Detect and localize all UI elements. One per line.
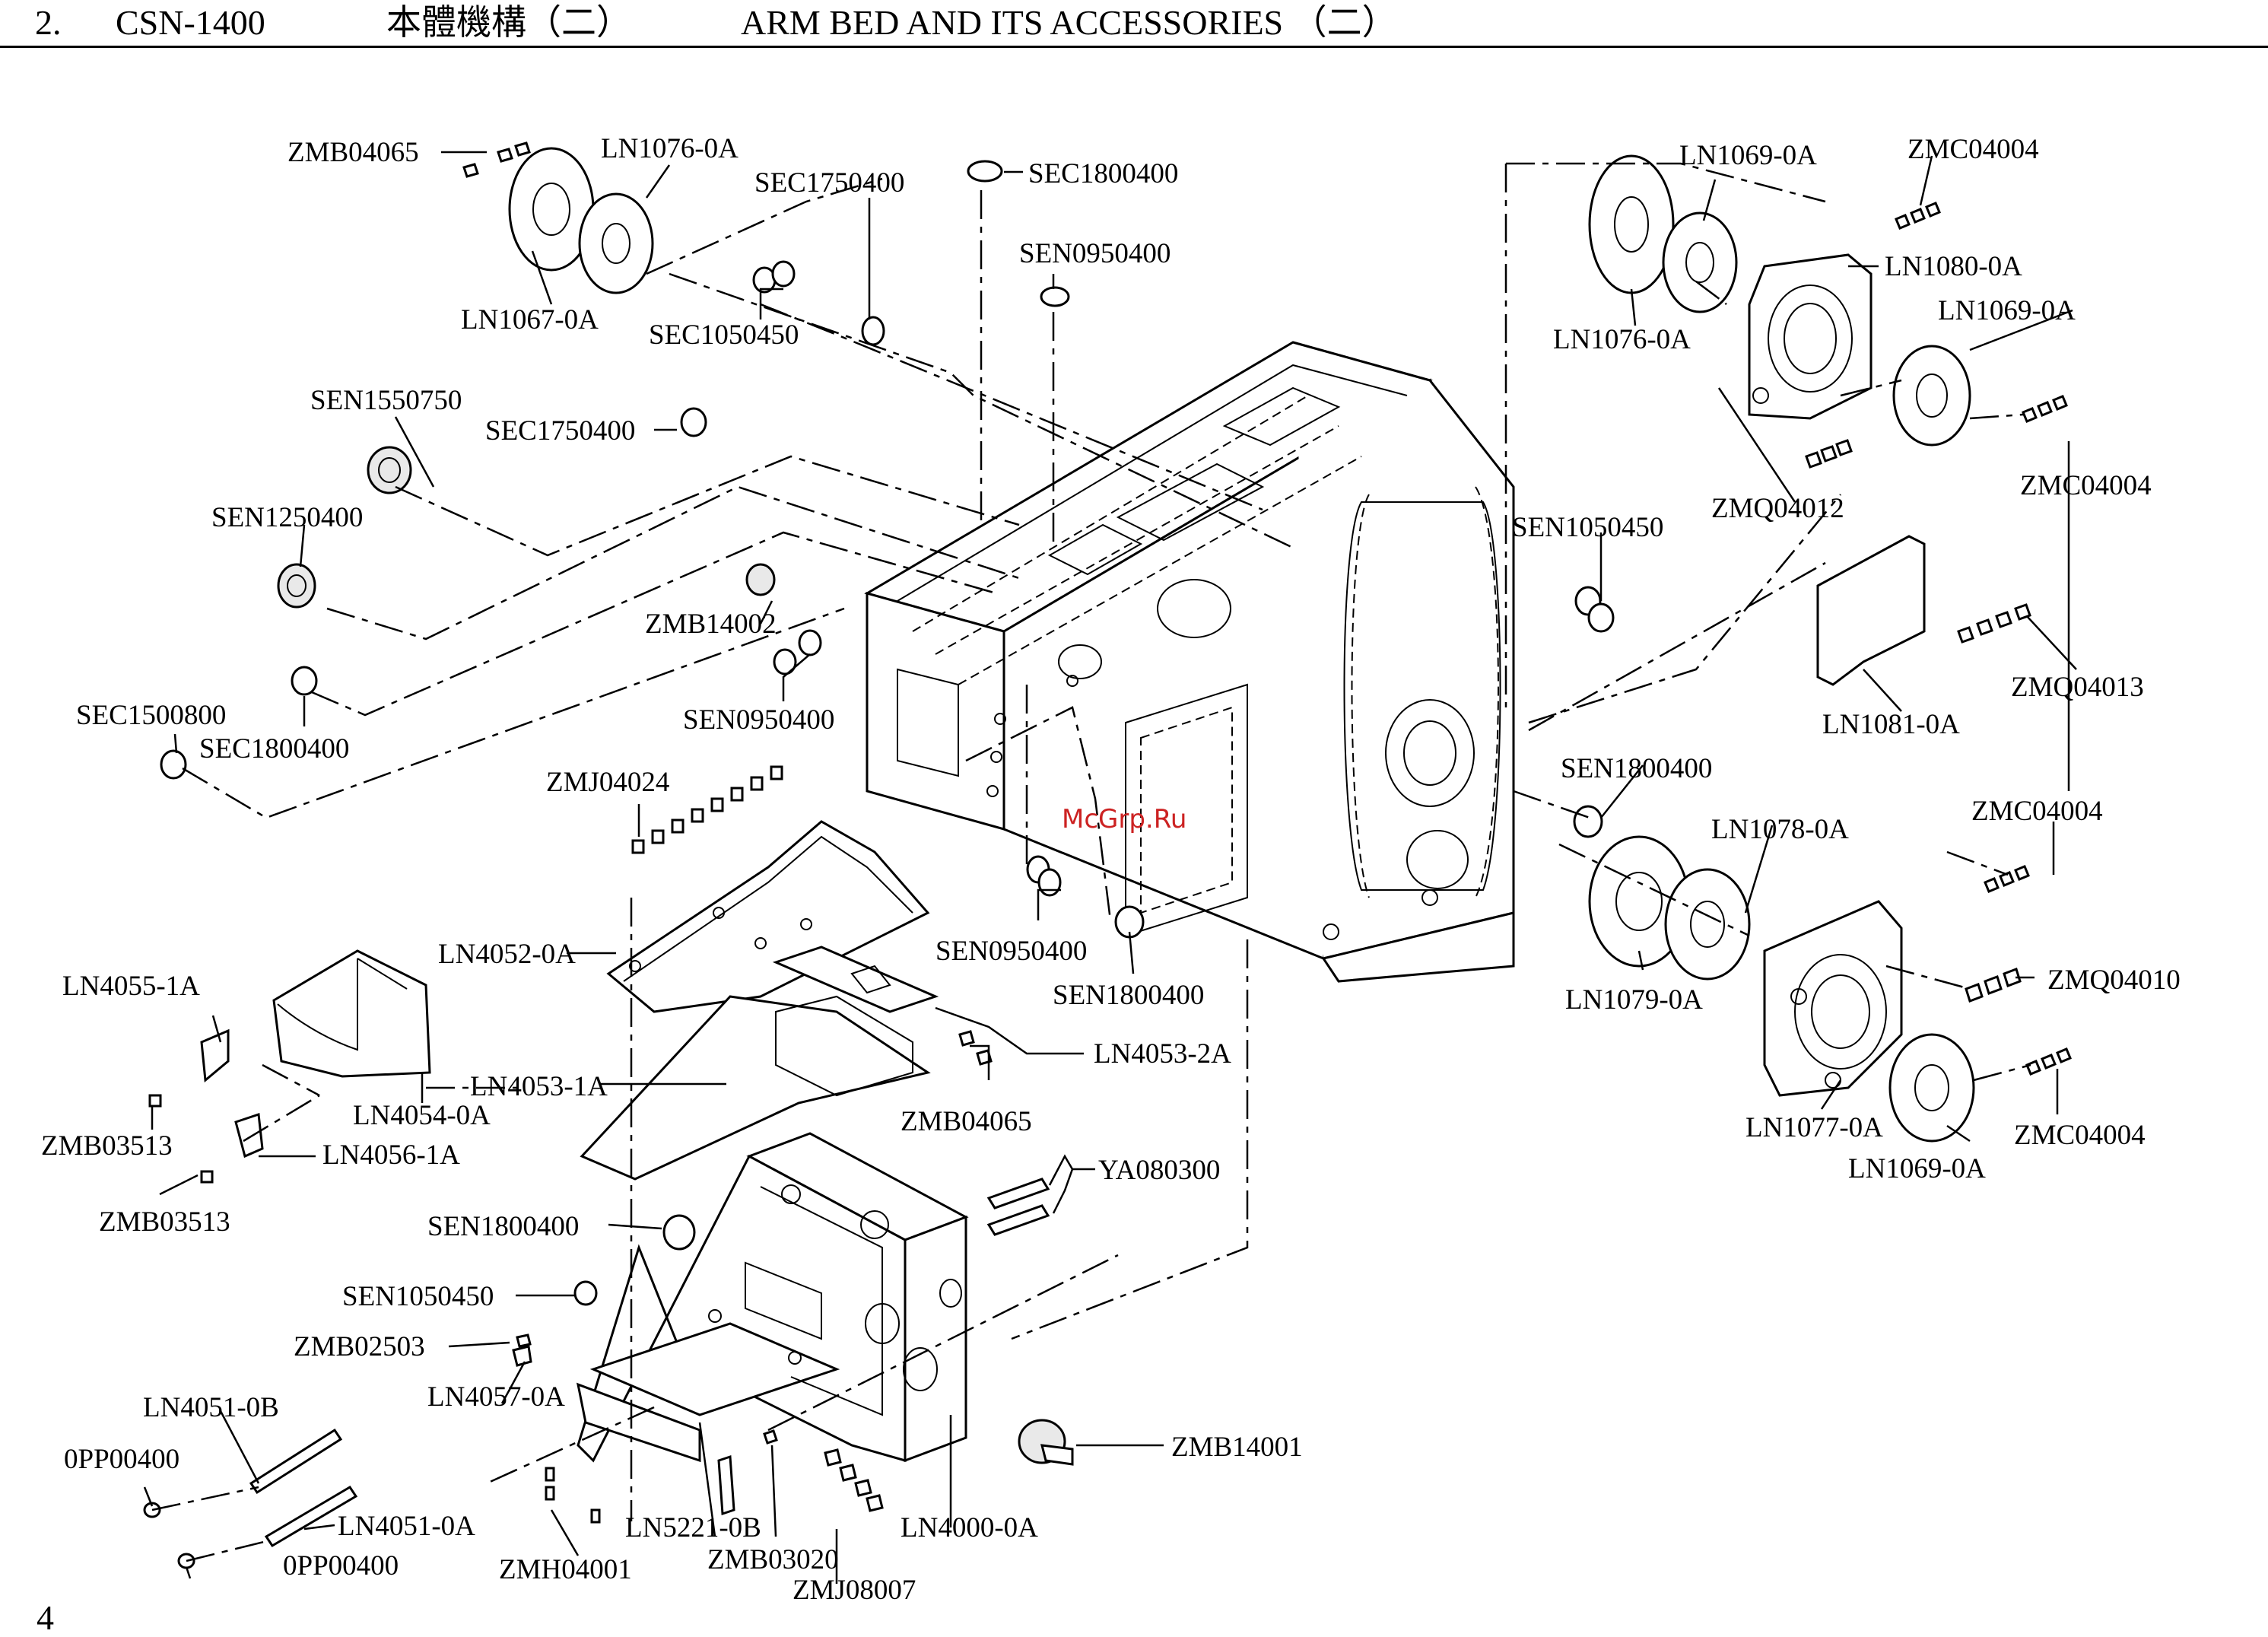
shafts-and-pins	[249, 1178, 1050, 1548]
header-rule	[0, 46, 2268, 48]
part-number-labels: ZMB04065 LN1076-0A SEC1750400 SEC1800400…	[41, 133, 2181, 1606]
label-ln1079-0a: LN1079-0A	[1565, 984, 1703, 1016]
screws	[143, 141, 2072, 1569]
label-ln4051-0b: LN4051-0B	[143, 1392, 279, 1423]
label-zmq04012: ZMQ04012	[1711, 493, 1844, 524]
label-zmb14001: ZMB14001	[1171, 1432, 1303, 1463]
label-ln4054-0a: LN4054-0A	[353, 1100, 491, 1131]
label-sen0950400-low: SEN0950400	[935, 936, 1087, 967]
label-ya080300: YA080300	[1098, 1155, 1220, 1186]
latch-parts	[200, 1028, 735, 1516]
label-zmj04024: ZMJ04024	[546, 767, 669, 798]
label-ln4057-0a: LN4057-0A	[427, 1381, 565, 1413]
label-sec1050450: SEC1050450	[649, 319, 799, 351]
label-ln4000-0a: LN4000-0A	[901, 1512, 1038, 1543]
label-ln4052-0a: LN4052-0A	[438, 939, 576, 970]
label-ln1069-0a-right: LN1069-0A	[1938, 295, 2076, 326]
label-ln1069-0a-top: LN1069-0A	[1679, 140, 1817, 171]
label-zmc04004-bottom: ZMC04004	[2014, 1120, 2146, 1151]
label-zmb04065-top: ZMB04065	[287, 137, 419, 168]
label-ln4053-1a: LN4053-1A	[470, 1071, 608, 1102]
bed-bracket-ln4000	[576, 1132, 969, 1463]
label-sen1800400-mid: SEN1800400	[1053, 980, 1204, 1011]
bracket-cover-ln1077	[1763, 900, 1903, 1097]
label-ln1080-0a: LN1080-0A	[1885, 251, 2022, 282]
label-zmb14002: ZMB14002	[645, 609, 777, 640]
plate-ln1081	[1816, 535, 1926, 686]
label-zmb02503: ZMB02503	[294, 1331, 425, 1362]
motor-bracket-ln1080	[1748, 253, 1873, 420]
section-number: 2.	[35, 3, 62, 42]
label-sen1800400-right: SEN1800400	[1561, 753, 1712, 784]
arm-bed-casting	[864, 341, 1515, 983]
model-name: CSN-1400	[116, 3, 265, 42]
gasket-ln4053-2a	[772, 946, 939, 1013]
label-zmc04004-top: ZMC04004	[1907, 134, 2039, 165]
label-zmq04013: ZMQ04013	[2011, 672, 2144, 703]
label-ln5221-0b: LN5221-0B	[625, 1512, 761, 1543]
label-ln1081-0a: LN1081-0A	[1822, 709, 1960, 740]
label-ln1069-0a-bottom: LN1069-0A	[1848, 1153, 1986, 1184]
page-number: 4	[37, 1598, 54, 1637]
label-sec1800400-left: SEC1800400	[199, 733, 349, 764]
bushings-and-plugs	[160, 160, 1615, 1466]
cover-ln4054	[272, 949, 431, 1078]
label-sen1050450-top: SEN1050450	[1512, 512, 1663, 543]
label-zmh04001: ZMH04001	[499, 1554, 632, 1585]
label-sen1550750: SEN1550750	[310, 385, 462, 416]
label-ln1076-0a-right: LN1076-0A	[1553, 324, 1691, 355]
label-ln4051-0a: LN4051-0A	[338, 1511, 475, 1542]
label-ln1067-0a: LN1067-0A	[461, 304, 599, 335]
base-plate-ln4052	[606, 820, 930, 1013]
label-0pp00400-b: 0PP00400	[283, 1550, 399, 1581]
label-ln4055-1a: LN4055-1A	[62, 971, 200, 1002]
label-zmc04004-right: ZMC04004	[2020, 470, 2152, 501]
assembly-center-lines	[151, 162, 2031, 1562]
label-ln1077-0a: LN1077-0A	[1745, 1112, 1883, 1143]
label-sec1750400-mid: SEC1750400	[485, 415, 635, 447]
label-sen0950400-mid: SEN0950400	[683, 704, 834, 736]
label-zmc04004-mid: ZMC04004	[1971, 796, 2103, 827]
label-ln1076-0a-top: LN1076-0A	[601, 133, 739, 164]
label-ln4056-1a: LN4056-1A	[322, 1140, 460, 1171]
leader-lines	[143, 151, 2077, 1584]
watermark: McGrp.Ru	[1062, 804, 1186, 834]
label-ln1078-0a: LN1078-0A	[1711, 814, 1849, 845]
label-ln4053-2a: LN4053-2A	[1094, 1038, 1231, 1070]
label-zmq04010: ZMQ04010	[2047, 965, 2181, 996]
gasket-ln4053-1a	[580, 995, 931, 1181]
label-sec1500800: SEC1500800	[76, 700, 226, 731]
title-english: ARM BED AND ITS ACCESSORIES （二）	[741, 3, 1397, 42]
label-zmb03020: ZMB03020	[707, 1544, 839, 1575]
label-zmb03513-a: ZMB03513	[41, 1130, 173, 1162]
label-sen0950400-top: SEN0950400	[1019, 238, 1171, 269]
label-zmj08007: ZMJ08007	[793, 1575, 916, 1606]
label-0pp00400-a: 0PP00400	[64, 1444, 179, 1475]
title-chinese: 本體機構（二）	[386, 3, 631, 42]
label-sen1050450-low: SEN1050450	[342, 1281, 494, 1312]
label-sec1800400-top: SEC1800400	[1028, 158, 1178, 189]
page-header: 2. CSN-1400 本體機構（二） ARM BED AND ITS ACCE…	[0, 0, 2268, 48]
label-sen1250400: SEN1250400	[211, 502, 363, 533]
label-sec1750400-top: SEC1750400	[754, 167, 904, 199]
label-zmb03513-b: ZMB03513	[99, 1206, 230, 1238]
gaskets-round	[508, 147, 1975, 1143]
label-sen1800400-low: SEN1800400	[427, 1211, 579, 1242]
label-zmb04065-mid: ZMB04065	[901, 1106, 1032, 1137]
